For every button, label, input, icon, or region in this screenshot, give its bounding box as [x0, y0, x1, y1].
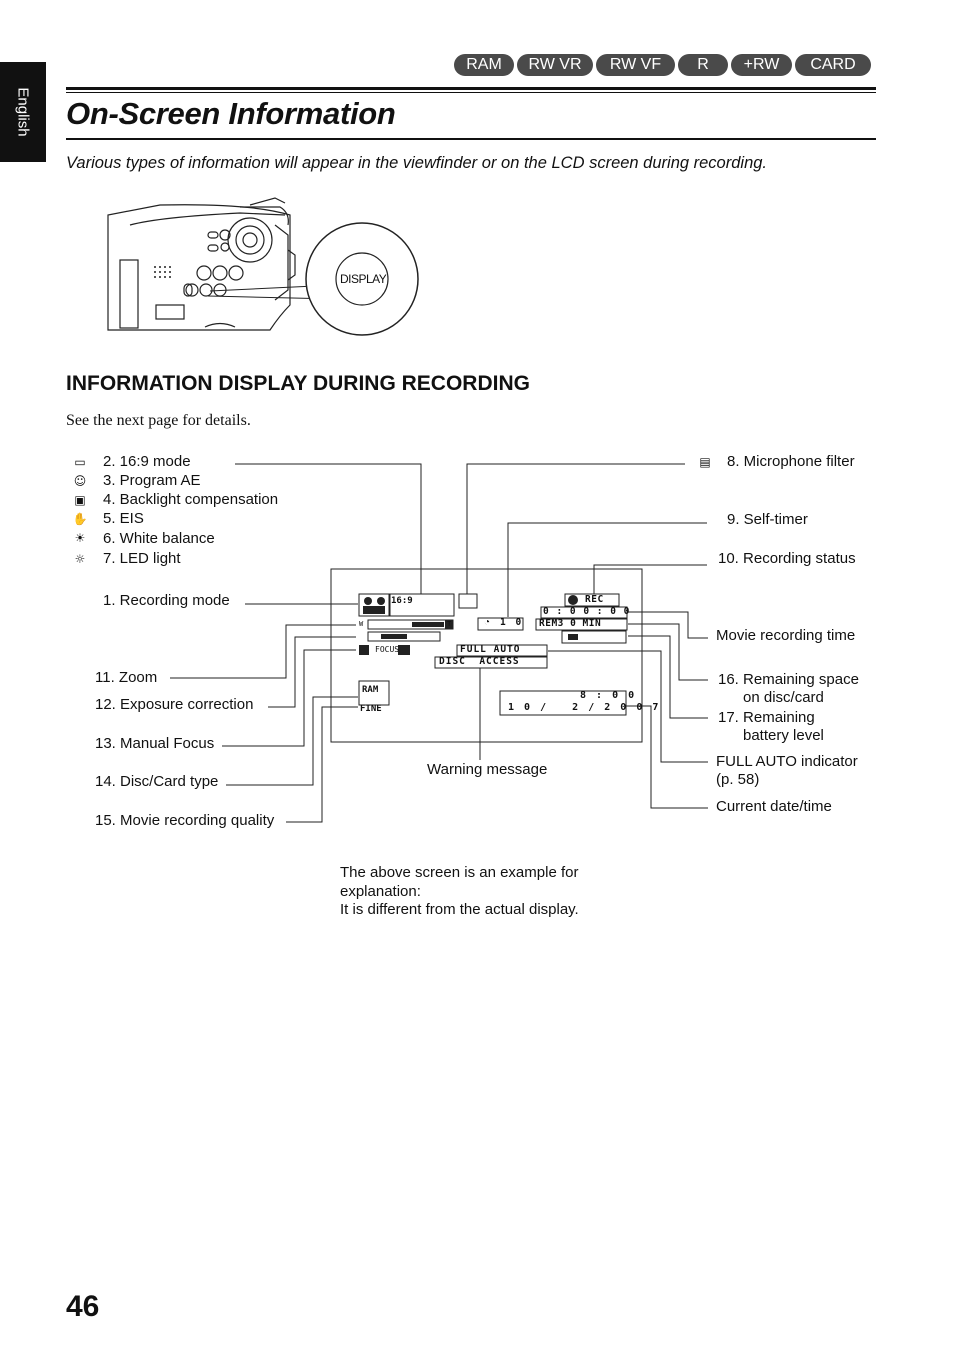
osd-counter: 0 : 0 0 : 0 0: [543, 606, 631, 617]
label-disc-type: 14. Disc/Card type: [95, 773, 219, 790]
intro-text: Various types of information will appear…: [66, 154, 768, 172]
osd-remaining: REM3 0 MIN: [539, 618, 602, 629]
display-button: DISPLAY: [340, 272, 387, 286]
osd-time: 8 : 0 0: [580, 690, 637, 701]
label-recording-status: 10. Recording status: [718, 550, 856, 567]
self-timer-icon: ◔: [484, 617, 491, 628]
see-next-note: See the next page for details.: [66, 412, 251, 429]
tab-rw-vf: RW VF: [596, 54, 675, 76]
led-light-icon: ☼: [74, 552, 86, 566]
label-movie-time: Movie recording time: [716, 627, 856, 644]
label-self-timer: 9. Self-timer: [727, 511, 808, 528]
eis-icon: ✋: [72, 512, 88, 526]
label-16-9-mode: 2. 16:9 mode: [103, 453, 191, 470]
section-heading: INFORMATION DISPLAY DURING RECORDING: [66, 372, 530, 395]
tab-rw-vr: RW VR: [517, 54, 593, 76]
label-date-time: Current date/time: [716, 798, 832, 815]
page-number: 46: [66, 1290, 100, 1323]
white-balance-icon: ☀: [74, 531, 86, 545]
osd-tele: T: [447, 620, 452, 628]
osd-focus: FOCUS: [375, 645, 400, 654]
label-zoom: 11. Zoom: [95, 669, 158, 686]
caption-line-1: The above screen is an example for: [340, 864, 579, 881]
microphone-filter-icon: ▤: [699, 455, 711, 469]
label-white-balance: 6. White balance: [103, 530, 215, 547]
osd-disc-access: DISC ACCESS: [439, 656, 520, 667]
osd-169: 16:9: [391, 596, 413, 606]
tab-plus-rw: +RW: [731, 54, 792, 76]
osd-full-auto: FULL AUTO: [460, 644, 521, 655]
osd-date: 1 0 / 2 / 2 0 0 7: [508, 702, 661, 713]
label-full-auto: FULL AUTO indicator: [716, 753, 858, 770]
osd-quality: FINE: [360, 704, 382, 714]
label-mic-filter: 8. Microphone filter: [727, 453, 855, 470]
header-rule: [66, 87, 876, 90]
label-warning: Warning message: [427, 761, 548, 778]
wide-mode-icon: ▭: [74, 455, 86, 469]
label-led-light: 7. LED light: [103, 550, 181, 567]
tab-card: CARD: [795, 54, 871, 76]
label-remaining-battery-2: battery level: [743, 727, 824, 744]
label-remaining-battery: 17. Remaining: [718, 709, 815, 726]
label-remaining-space-2: on disc/card: [743, 689, 824, 706]
page-title: On-Screen Information: [66, 96, 396, 131]
example-caption: The above screen is an example for expla…: [340, 864, 579, 920]
tab-ram: RAM: [454, 54, 514, 76]
osd-wide: W: [359, 620, 364, 628]
language-tab: English: [0, 62, 46, 162]
label-exposure: 12. Exposure correction: [95, 696, 254, 713]
osd-rec: REC: [585, 594, 604, 605]
label-quality: 15. Movie recording quality: [95, 812, 275, 829]
backlight-icon: ▣: [74, 493, 86, 507]
label-remaining-space: 16. Remaining space: [718, 671, 859, 688]
header-rule-thin: [66, 92, 876, 93]
title-rule: [66, 138, 876, 140]
label-eis: 5. EIS: [103, 510, 144, 527]
osd-self-timer: 1 0: [500, 617, 524, 628]
camcorder-illustration: [107, 197, 419, 336]
tab-r: R: [678, 54, 728, 76]
label-program-ae: 3. Program AE: [103, 472, 201, 489]
label-manual-focus: 13. Manual Focus: [95, 735, 215, 752]
caption-line-3: It is different from the actual display.: [340, 901, 579, 918]
program-ae-icon: ☺: [73, 474, 87, 488]
media-tabs: RAM RW VR RW VF R +RW CARD: [454, 54, 871, 76]
label-recording-mode: 1. Recording mode: [103, 592, 230, 609]
label-full-auto-page: (p. 58): [716, 771, 760, 788]
osd-disc-type: RAM: [362, 685, 379, 695]
label-backlight: 4. Backlight compensation: [103, 491, 279, 508]
screen-frame: [330, 568, 643, 743]
caption-line-2: explanation:: [340, 882, 421, 900]
